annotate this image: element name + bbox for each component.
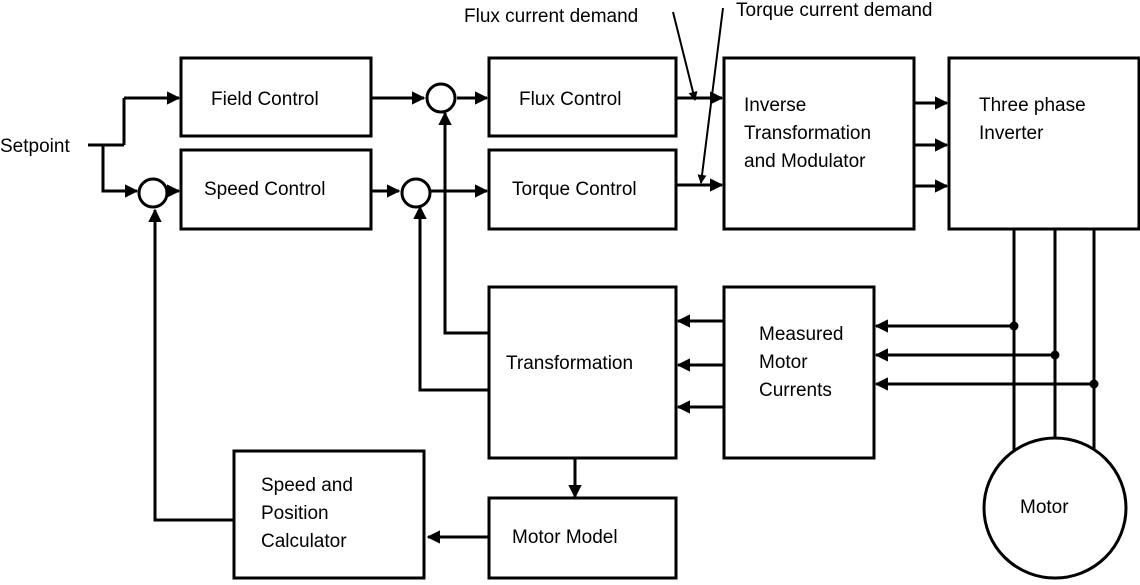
motor-label: Motor <box>1020 497 1069 518</box>
motor-model-label: Motor Model <box>512 527 618 548</box>
measured-currents-label-line-2: Motor <box>759 352 808 373</box>
transformation-block <box>487 285 678 460</box>
speed-feedback-arrow <box>148 208 234 522</box>
field-control-label: Field Control <box>211 89 319 110</box>
measured-currents-label-line-3: Currents <box>759 380 832 401</box>
flux-control-label: Flux Control <box>519 89 621 110</box>
calculator-label-line-2: Position <box>261 503 329 524</box>
torque-feedback-arrow <box>413 205 489 392</box>
speed-control-block <box>179 148 373 231</box>
speed-control-label: Speed Control <box>204 179 325 200</box>
measured-motor-currents-block <box>722 285 876 460</box>
junction-dot-2 <box>1050 350 1060 360</box>
speed-summing-junction <box>137 177 169 209</box>
calculator-label-line-3: Calculator <box>261 531 347 552</box>
junction-dot-1 <box>1009 321 1019 331</box>
flux-demand-arrow <box>672 11 698 101</box>
speed-position-calculator-block <box>232 449 426 580</box>
three-phase-inverter-label-line-1: Three phase <box>979 95 1086 116</box>
connections <box>88 7 1096 544</box>
flux-control-block <box>487 56 678 138</box>
setpoint-to-speed-sum-arrow <box>101 145 139 198</box>
measured-currents-label-line-1: Measured <box>759 324 844 345</box>
torque-control-label: Torque Control <box>512 179 637 200</box>
inverse-transformation-label-line-3: and Modulator <box>744 151 866 172</box>
torque-current-demand-label: Torque current demand <box>736 0 932 21</box>
torque-demand-arrow <box>697 7 724 184</box>
junction-dot-3 <box>1089 379 1099 389</box>
calculator-label-line-1: Speed and <box>261 475 353 496</box>
flux-summing-junction <box>425 82 457 114</box>
setpoint-label: Setpoint <box>0 136 70 157</box>
motor-model-block <box>487 496 678 580</box>
torque-control-block <box>487 148 678 231</box>
inverse-transformation-block <box>722 56 916 231</box>
three-phase-inverter-block <box>947 56 1140 231</box>
flux-current-demand-label: Flux current demand <box>464 6 638 27</box>
transformation-label: Transformation <box>506 353 633 374</box>
inverse-transformation-label-line-1: Inverse <box>744 95 806 116</box>
motor-circle <box>982 436 1128 580</box>
inverse-transformation-label-line-2: Transformation <box>744 123 871 144</box>
torque-summing-junction <box>400 177 432 209</box>
field-control-block <box>179 56 373 138</box>
three-phase-inverter-label-line-2: Inverter <box>979 123 1044 144</box>
flux-feedback-arrow <box>438 111 489 335</box>
